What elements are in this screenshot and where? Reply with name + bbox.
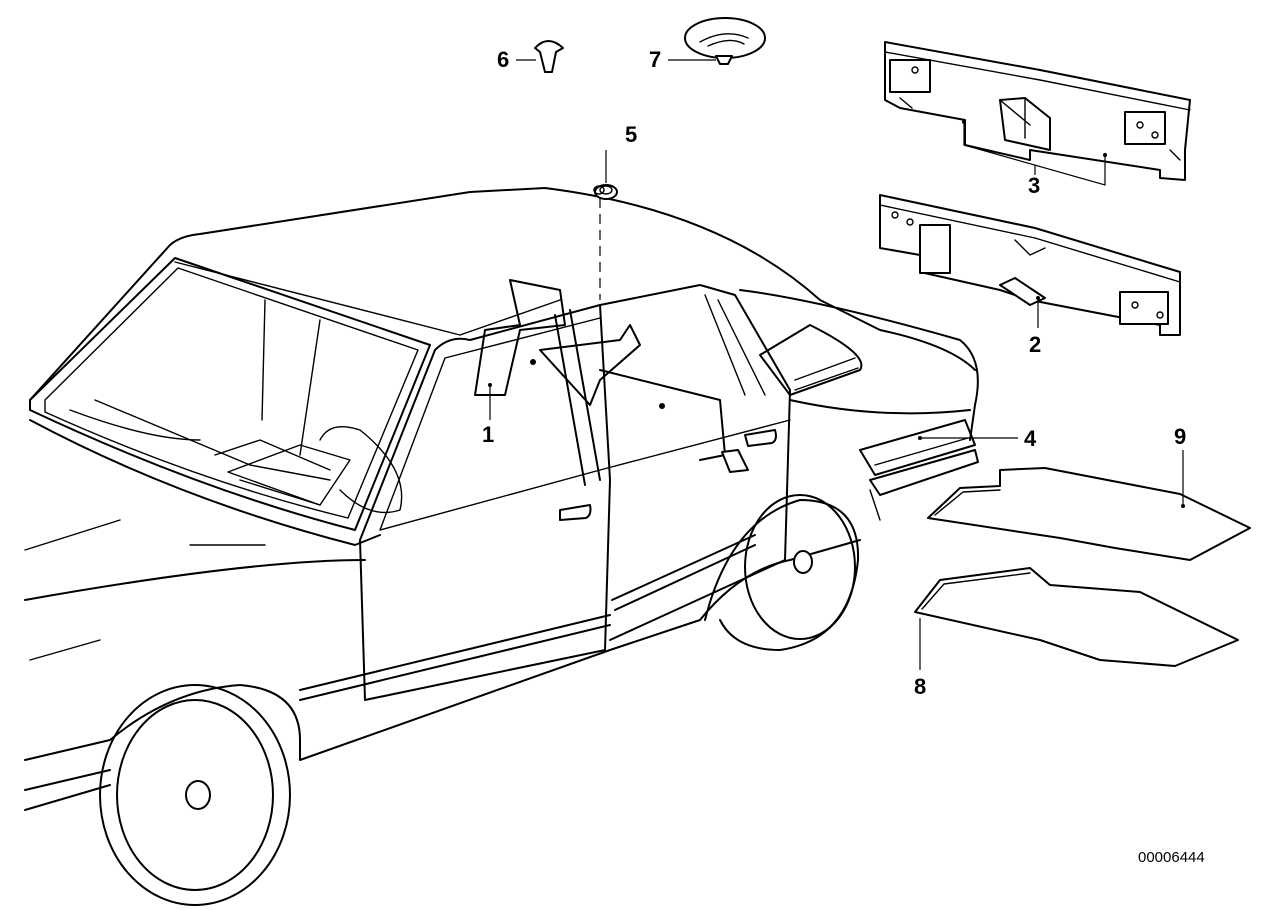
car-illustration (24, 187, 979, 906)
clip-part (516, 40, 564, 73)
callout-3: 3 (1028, 173, 1040, 198)
callout-6: 6 (497, 47, 509, 72)
rear-panel-upper (884, 41, 1191, 186)
emblem-part (668, 17, 766, 65)
callout-5: 5 (625, 122, 637, 147)
grommet-part (593, 150, 618, 300)
rear-panel-lower (879, 194, 1181, 336)
diagram-id: 00006444 (1138, 849, 1205, 866)
callout-9: 9 (1174, 424, 1186, 449)
callout-2: 2 (1029, 332, 1041, 357)
callout-7: 7 (649, 47, 661, 72)
callout-1: 1 (482, 422, 494, 447)
callout-8: 8 (914, 674, 926, 699)
callout-4: 4 (1024, 426, 1037, 451)
floor-mats (914, 450, 1251, 670)
